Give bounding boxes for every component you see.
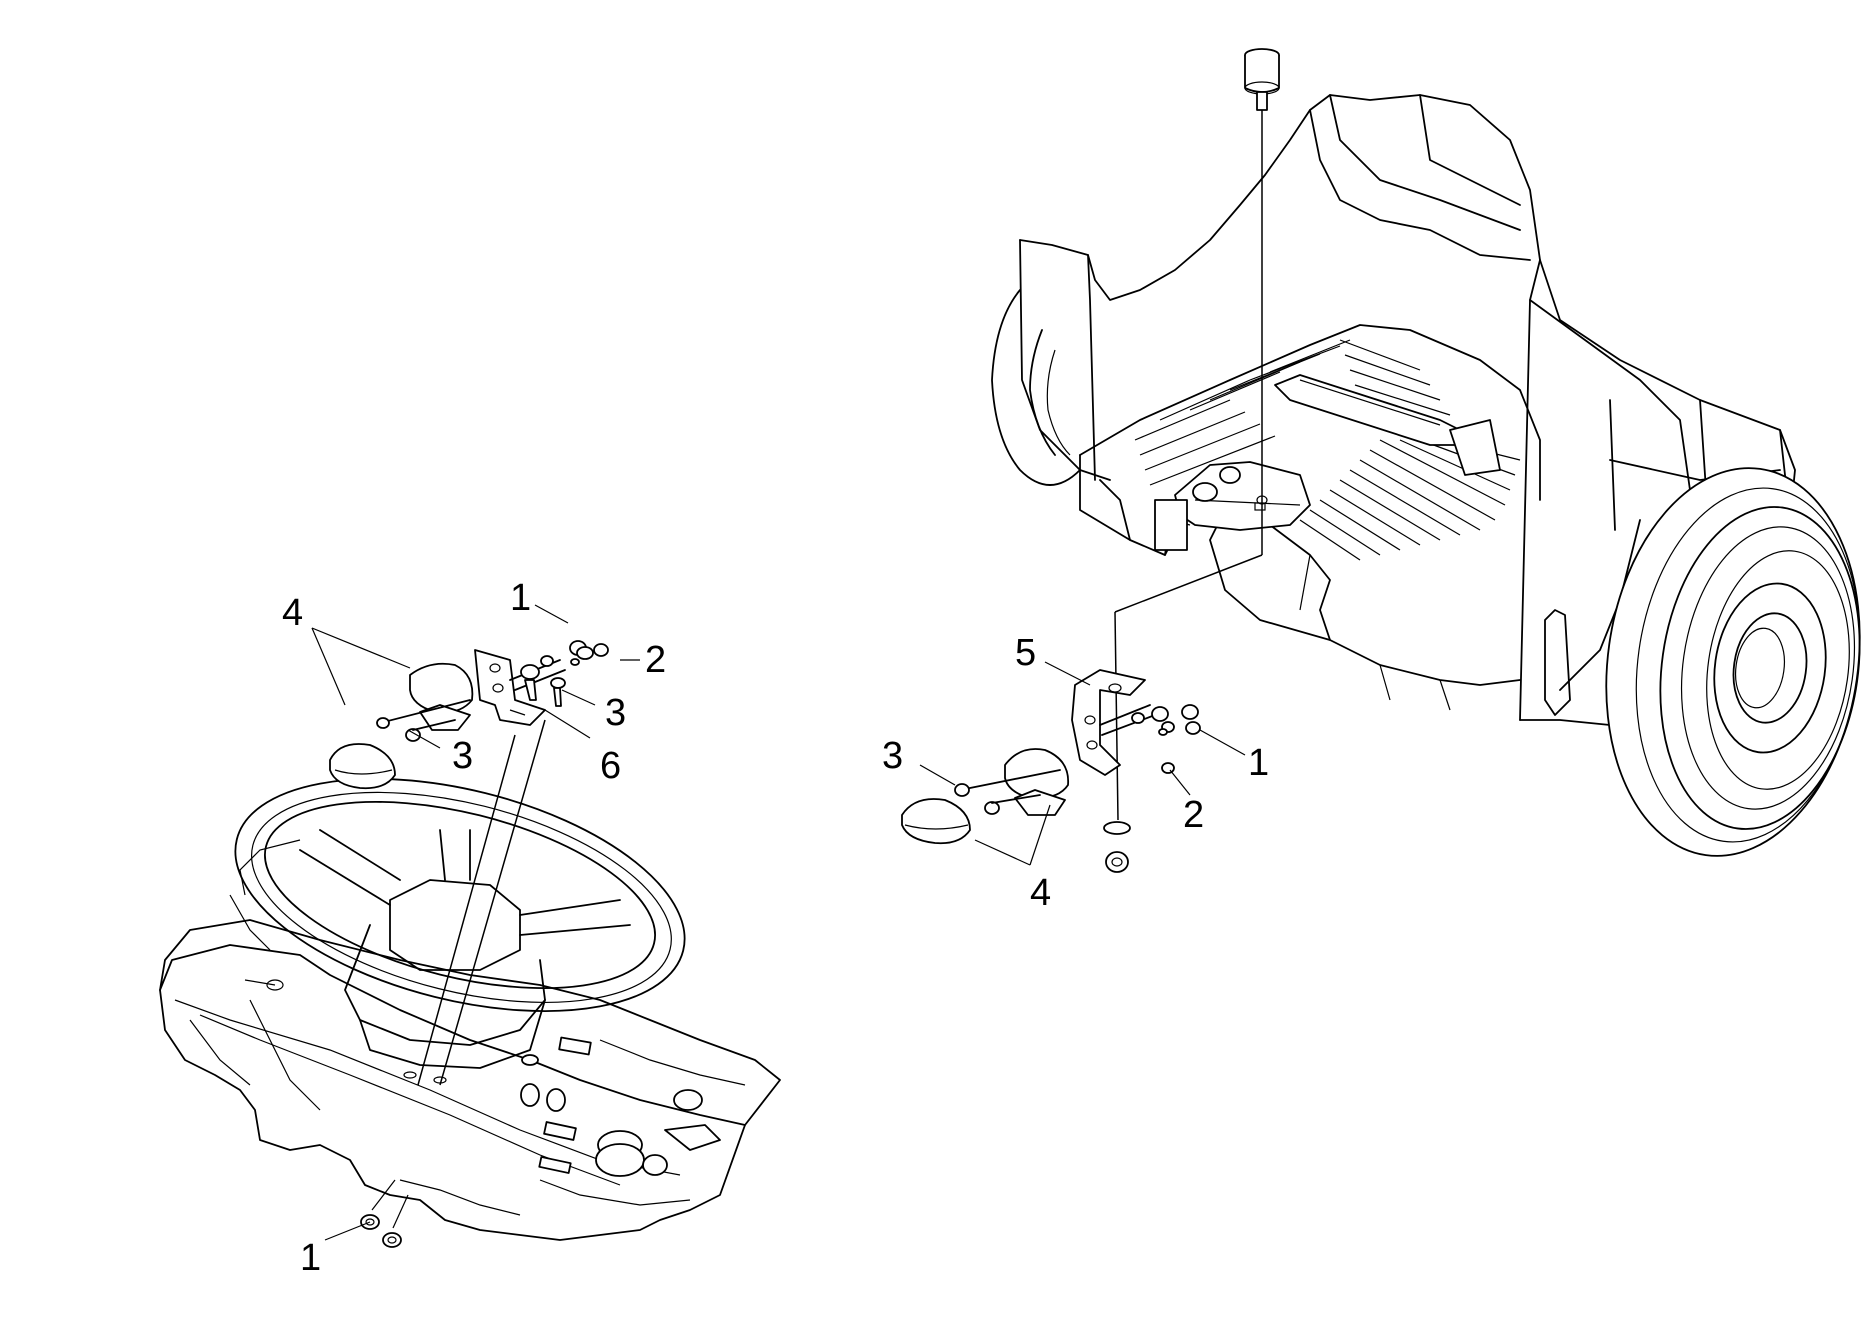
right-callouts: 5 3 1 2 4 bbox=[882, 632, 1269, 914]
left-hardware bbox=[360, 640, 609, 1248]
callout-left-3-right: 3 bbox=[605, 692, 626, 734]
callout-left-1-bottom: 1 bbox=[300, 1237, 321, 1279]
callout-left-6: 6 bbox=[600, 745, 621, 787]
floor-platform bbox=[1079, 324, 1541, 711]
dashboard-controls bbox=[520, 1036, 721, 1177]
callout-left-4: 4 bbox=[282, 592, 303, 634]
right-hardware bbox=[954, 704, 1201, 873]
callout-left-2: 2 bbox=[645, 639, 666, 681]
callout-right-5: 5 bbox=[1015, 632, 1036, 674]
top-knob bbox=[1244, 48, 1280, 111]
indicator-lamp-left bbox=[329, 662, 474, 790]
callout-right-4: 4 bbox=[1030, 872, 1051, 914]
callout-left-1-top: 1 bbox=[510, 577, 531, 619]
indicator-bracket-right bbox=[1071, 669, 1146, 776]
dashboard-panel bbox=[159, 919, 781, 1241]
foot-plate bbox=[1154, 461, 1311, 551]
callout-left-3-bottom: 3 bbox=[452, 735, 473, 777]
seat-bolster bbox=[1274, 374, 1501, 476]
wheel-left bbox=[991, 289, 1081, 486]
callout-right-1: 1 bbox=[1248, 742, 1269, 784]
callout-right-2: 2 bbox=[1183, 794, 1204, 836]
left-assembly: 1 2 3 3 4 6 1 bbox=[159, 577, 781, 1279]
left-callouts: 1 2 3 3 4 6 1 bbox=[282, 577, 666, 1279]
right-assembly: 5 3 1 2 4 bbox=[882, 48, 1861, 914]
wheel-right bbox=[1544, 467, 1861, 857]
indicator-lamp-right bbox=[901, 748, 1069, 845]
right-assembly-lines bbox=[1114, 110, 1263, 821]
indicator-bracket bbox=[474, 649, 546, 726]
left-assembly-lines bbox=[371, 719, 546, 1229]
steering-wheel bbox=[229, 778, 686, 1084]
callout-right-3: 3 bbox=[882, 735, 903, 777]
